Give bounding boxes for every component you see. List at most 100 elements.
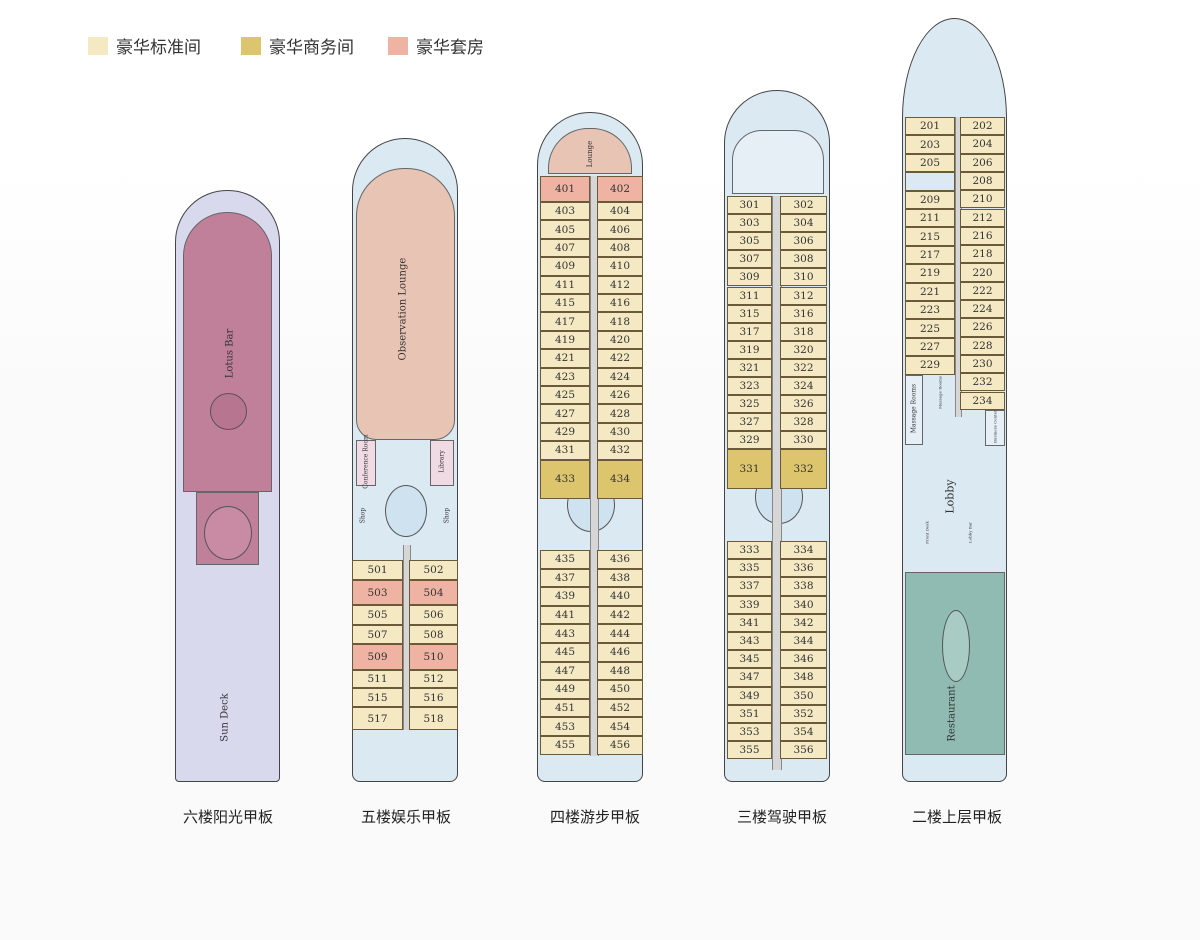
- cabin-221[interactable]: 221: [905, 282, 955, 301]
- cabin-436[interactable]: 436: [597, 550, 643, 569]
- cabin-308[interactable]: 308: [780, 250, 827, 269]
- cabin-327[interactable]: 327: [727, 413, 772, 432]
- cabin-449[interactable]: 449: [540, 680, 590, 699]
- cabin-329[interactable]: 329: [727, 431, 772, 450]
- cabin-212[interactable]: 212: [960, 208, 1005, 227]
- cabin-206[interactable]: 206: [960, 153, 1005, 172]
- cabin-450[interactable]: 450: [597, 680, 643, 699]
- cabin-316[interactable]: 316: [780, 304, 827, 323]
- cabin-219[interactable]: 219: [905, 264, 955, 283]
- cabin-442[interactable]: 442: [597, 605, 643, 625]
- cabin-229[interactable]: 229: [905, 356, 955, 375]
- cabin-516[interactable]: 516: [409, 688, 458, 707]
- cabin-411[interactable]: 411: [540, 275, 590, 294]
- cabin-228[interactable]: 228: [960, 336, 1005, 355]
- cabin-404[interactable]: 404: [597, 202, 643, 221]
- cabin-326[interactable]: 326: [780, 395, 827, 414]
- massage-rooms[interactable]: [905, 375, 923, 445]
- cabin-511[interactable]: 511: [352, 670, 403, 688]
- cabin-349[interactable]: 349: [727, 686, 772, 705]
- cabin-347[interactable]: 347: [727, 668, 772, 687]
- cabin-330[interactable]: 330: [780, 431, 827, 450]
- cabin-208[interactable]: 208: [960, 171, 1005, 191]
- cabin-232[interactable]: 232: [960, 373, 1005, 392]
- cabin-203[interactable]: 203: [905, 135, 955, 154]
- cabin-224[interactable]: 224: [960, 300, 1005, 319]
- cabin-507[interactable]: 507: [352, 625, 403, 644]
- cabin-346[interactable]: 346: [780, 650, 827, 669]
- cabin-454[interactable]: 454: [597, 717, 643, 736]
- cabin-420[interactable]: 420: [597, 330, 643, 350]
- lotus-bar-area[interactable]: [183, 212, 272, 492]
- cabin-218[interactable]: 218: [960, 245, 1005, 264]
- cabin-443[interactable]: 443: [540, 624, 590, 643]
- business-center[interactable]: [985, 410, 1005, 446]
- cabin-323[interactable]: 323: [727, 377, 772, 396]
- cabin-510[interactable]: 510: [409, 644, 458, 670]
- cabin-419[interactable]: 419: [540, 330, 590, 350]
- observation-lounge[interactable]: [356, 168, 455, 440]
- cabin-222[interactable]: 222: [960, 281, 1005, 300]
- cabin-312[interactable]: 312: [780, 286, 827, 305]
- library[interactable]: [430, 440, 454, 486]
- cabin-317[interactable]: 317: [727, 322, 772, 341]
- cabin-223[interactable]: 223: [905, 301, 955, 320]
- cabin-230[interactable]: 230: [960, 354, 1005, 374]
- cabin-336[interactable]: 336: [780, 559, 827, 578]
- cabin-501[interactable]: 501: [352, 560, 403, 580]
- cabin-345[interactable]: 345: [727, 650, 772, 669]
- cabin-433[interactable]: 433: [540, 459, 590, 499]
- cabin-205[interactable]: 205: [905, 153, 955, 173]
- cabin-328[interactable]: 328: [780, 413, 827, 432]
- cabin-302[interactable]: 302: [780, 196, 827, 215]
- cabin-306[interactable]: 306: [780, 232, 827, 251]
- cabin-506[interactable]: 506: [409, 605, 458, 625]
- cabin-337[interactable]: 337: [727, 577, 772, 596]
- cabin-429[interactable]: 429: [540, 422, 590, 442]
- cabin-444[interactable]: 444: [597, 624, 643, 643]
- cabin-217[interactable]: 217: [905, 245, 955, 265]
- cabin-518[interactable]: 518: [409, 707, 458, 730]
- cabin-333[interactable]: 333: [727, 541, 772, 560]
- cabin-428[interactable]: 428: [597, 404, 643, 423]
- cabin-448[interactable]: 448: [597, 661, 643, 681]
- cabin-406[interactable]: 406: [597, 220, 643, 239]
- cabin-341[interactable]: 341: [727, 613, 772, 632]
- cabin-204[interactable]: 204: [960, 135, 1005, 154]
- cabin-410[interactable]: 410: [597, 257, 643, 276]
- cabin-351[interactable]: 351: [727, 704, 772, 723]
- cabin-311[interactable]: 311: [727, 286, 772, 305]
- cabin-332[interactable]: 332: [780, 449, 827, 490]
- cabin-504[interactable]: 504: [409, 580, 458, 605]
- cabin-318[interactable]: 318: [780, 322, 827, 341]
- cabin-355[interactable]: 355: [727, 741, 772, 760]
- cabin-352[interactable]: 352: [780, 704, 827, 723]
- cabin-452[interactable]: 452: [597, 698, 643, 718]
- cabin-407[interactable]: 407: [540, 238, 590, 258]
- cabin-340[interactable]: 340: [780, 595, 827, 614]
- cabin-505[interactable]: 505: [352, 605, 403, 625]
- cabin-415[interactable]: 415: [540, 294, 590, 313]
- cabin-453[interactable]: 453: [540, 717, 590, 736]
- cabin-226[interactable]: 226: [960, 318, 1005, 337]
- cabin-416[interactable]: 416: [597, 294, 643, 313]
- cabin-334[interactable]: 334: [780, 541, 827, 560]
- cabin-451[interactable]: 451: [540, 698, 590, 718]
- cabin-430[interactable]: 430: [597, 422, 643, 442]
- cabin-509[interactable]: 509: [352, 644, 403, 670]
- cabin-220[interactable]: 220: [960, 263, 1005, 282]
- cabin-310[interactable]: 310: [780, 268, 827, 287]
- cabin-425[interactable]: 425: [540, 386, 590, 405]
- cabin-201[interactable]: 201: [905, 117, 955, 136]
- cabin-216[interactable]: 216: [960, 226, 1005, 246]
- cabin-402[interactable]: 402: [597, 176, 643, 202]
- cabin-434[interactable]: 434: [597, 459, 643, 499]
- cabin-431[interactable]: 431: [540, 441, 590, 460]
- cabin-405[interactable]: 405: [540, 220, 590, 239]
- cabin-502[interactable]: 502: [409, 560, 458, 580]
- cabin-503[interactable]: 503: [352, 580, 403, 605]
- cabin-309[interactable]: 309: [727, 268, 772, 287]
- cabin-319[interactable]: 319: [727, 340, 772, 359]
- cabin-353[interactable]: 353: [727, 723, 772, 742]
- cabin-234[interactable]: 234: [960, 391, 1005, 410]
